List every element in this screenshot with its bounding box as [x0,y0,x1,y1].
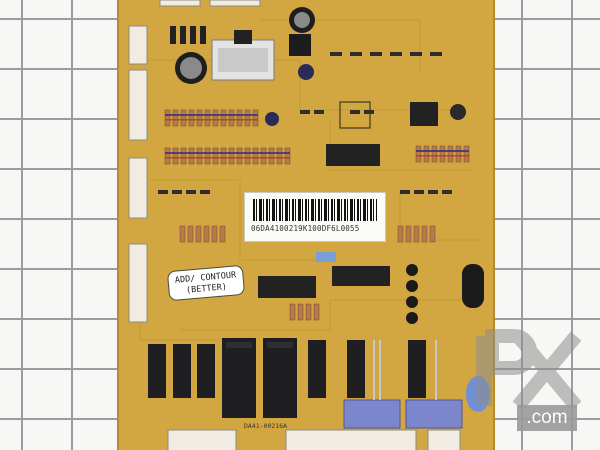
relay-1 [148,344,166,398]
left-connectors [128,25,148,323]
resistor-arrays [164,109,470,321]
electrolytic-capacitors [175,7,466,126]
relay-6 [408,340,426,398]
ic-chip-1 [326,144,380,166]
connector-top-left [128,25,148,65]
relay-large-2 [263,338,297,418]
connector-left-3 [128,157,148,219]
jumper-wires [373,340,437,400]
small-components [158,52,452,194]
relay-5 [347,340,365,398]
ic-chip-4 [332,266,390,286]
relay-2 [173,344,191,398]
barcode-number: 06DA4100219K100DF6L0055 [251,224,360,233]
barcode-sticker: 06DA4100219K100DF6L0055 [244,192,386,242]
connector-left-4 [128,243,148,323]
watermark-domain: .com [517,405,577,431]
part-number: DA41-00216A [244,422,288,430]
ic-chip-5 [339,101,371,129]
resonator [462,264,484,308]
top-connectors [159,0,261,7]
ic-chip-2 [410,102,438,126]
relay-large-1 [222,338,256,418]
ic-chip-3 [258,276,316,298]
relay-3 [197,344,215,398]
barcode [253,199,377,221]
connector-left-2 [128,69,148,141]
bottom-connectors [167,429,461,450]
relay-4 [308,340,326,398]
relays [148,338,426,418]
transistors [170,26,311,56]
power-transistors [406,264,418,324]
watermark-logo [476,329,582,411]
heat-sink [211,30,275,81]
integrated-circuits [258,101,438,298]
